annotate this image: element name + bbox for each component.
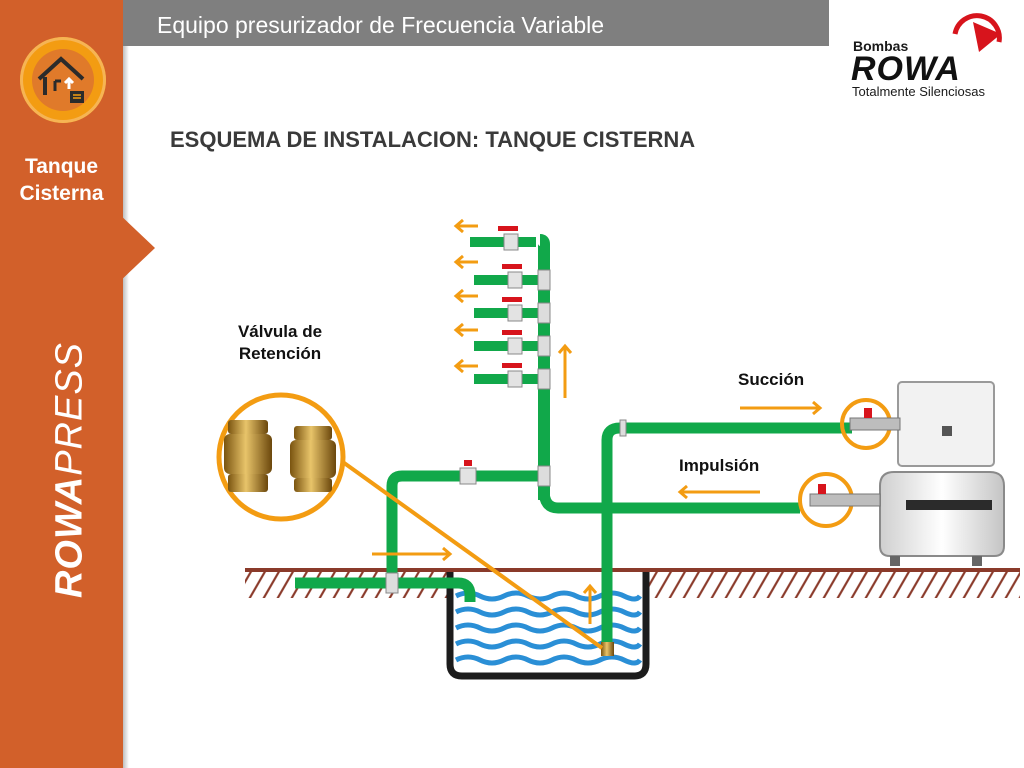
section-pointer (117, 212, 155, 284)
header-bar: Equipo presurizador de Frecuencia Variab… (123, 0, 829, 46)
pipe-fittings (385, 269, 627, 594)
logo-top-text: Bombas (853, 38, 909, 54)
rowapress-pump-unit (809, 381, 1005, 566)
valve-label: Válvula de Retención (237, 322, 323, 363)
impulsion-label: Impulsión (679, 456, 760, 475)
check-valve-callout (216, 392, 346, 522)
logo-swoosh-icon (952, 13, 1002, 52)
page-title: Equipo presurizador de Frecuencia Variab… (157, 12, 605, 38)
flow-arrows (372, 218, 823, 624)
section-label: Tanque Cisterna (19, 155, 104, 205)
sidebar (0, 0, 123, 768)
pipes (295, 234, 852, 650)
brass-valve-1 (224, 420, 272, 492)
diagram-heading: ESQUEMA DE INSTALACION: TANQUE CISTERNA (170, 127, 696, 152)
cistern-tank (446, 572, 650, 680)
suction-label: Succión (738, 370, 805, 389)
logo-tagline: Totalmente Silenciosas (852, 84, 985, 99)
sidebar-shadow (123, 0, 129, 768)
home-pump-icon (20, 37, 106, 123)
logo-brand: ROWA (851, 50, 961, 88)
ball-valves (459, 226, 523, 485)
rowa-logo: Bombas ROWA Totalmente Silenciosas (845, 12, 1015, 102)
foot-valve (601, 642, 614, 656)
house-icon (37, 56, 85, 103)
brass-valve-2 (290, 426, 336, 492)
callout-line (338, 458, 604, 650)
